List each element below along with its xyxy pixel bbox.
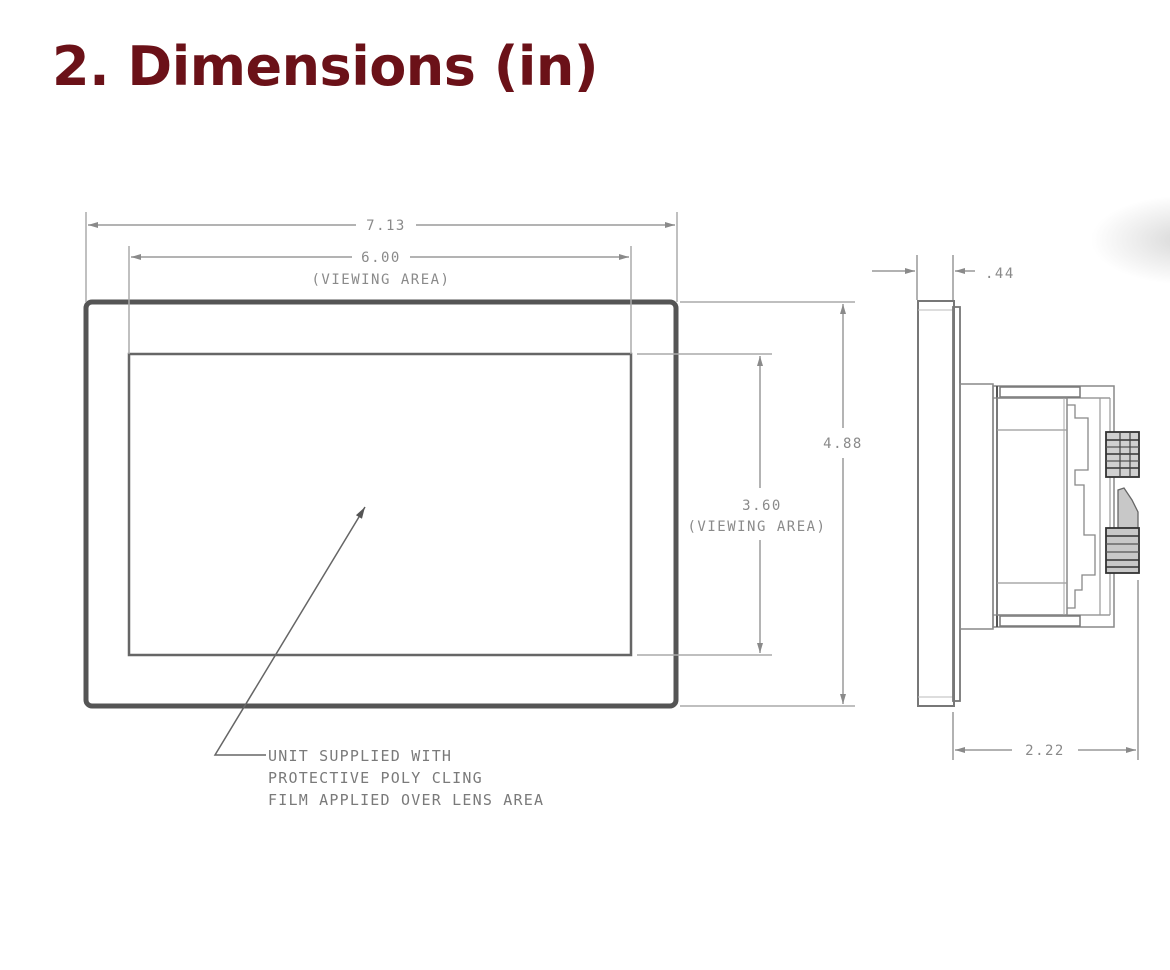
viewing-area-outline [127,352,633,657]
total-depth-value: 2.22 [1025,743,1065,759]
connector-upper [1105,431,1140,478]
leader-line [213,506,366,756]
side-view: .44 [872,255,1140,760]
overall-height-value: 4.88 [823,436,863,452]
connector-lower [1105,527,1140,574]
viewing-height-label: (VIEWING AREA) [687,519,826,535]
viewing-width-label: (VIEWING AREA) [311,272,450,288]
bezel-depth-value: .44 [985,266,1015,282]
note-line-3: FILM APPLIED OVER LENS AREA [268,791,544,809]
bezel-outline [83,299,679,709]
viewing-width-value: 6.00 [361,250,401,266]
page-title: 2. Dimensions (in) [52,35,599,98]
viewing-height-value: 3.60 [742,498,782,514]
note-line-1: UNIT SUPPLIED WITH [268,747,452,765]
overall-width-value: 7.13 [366,218,406,234]
note-line-2: PROTECTIVE POLY CLING [268,769,483,787]
front-view: 7.13 6.00 (VIEWING AREA) 3.60 (VIEWING A… [83,212,863,809]
